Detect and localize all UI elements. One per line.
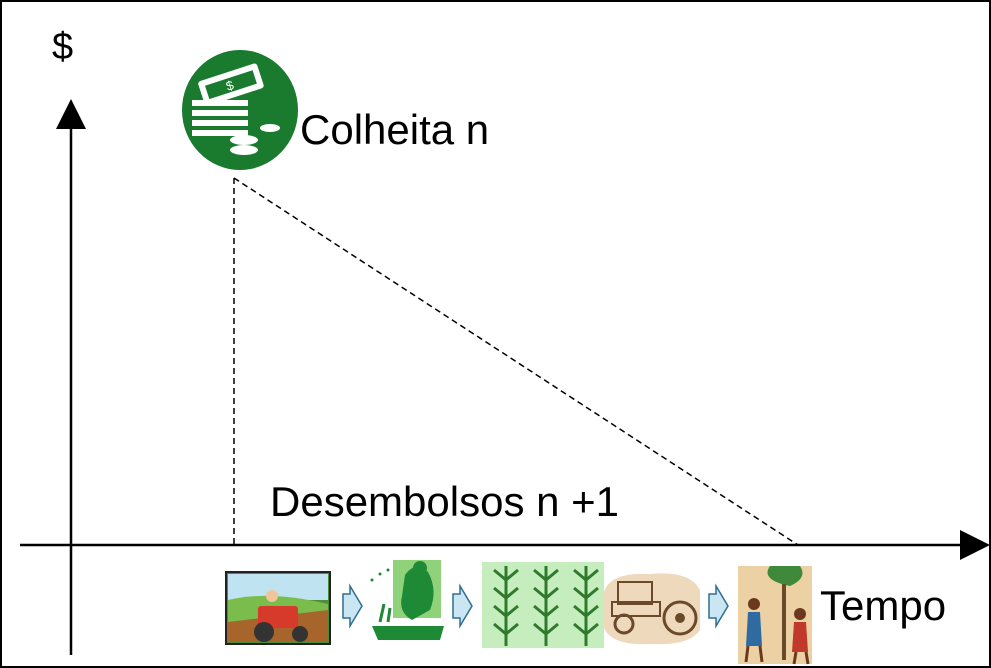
process-arrow-3 bbox=[708, 583, 729, 629]
tractor-plowing-icon bbox=[225, 571, 331, 645]
y-axis-label: $ bbox=[52, 26, 74, 68]
farmer-planting-icon bbox=[370, 560, 444, 640]
disbursement-label: Desembolsos n +1 bbox=[270, 478, 620, 525]
disbursement-dashed-slope bbox=[233, 177, 799, 546]
people-harvesting-icon bbox=[738, 566, 812, 665]
harvest-label: Colheita n bbox=[300, 106, 490, 153]
tractor-harvest-icon bbox=[604, 573, 700, 645]
process-arrow-1 bbox=[342, 583, 363, 629]
x-axis-label: Tempo bbox=[820, 582, 947, 629]
money-stack-icon: $ bbox=[182, 50, 298, 170]
corn-field-icon bbox=[482, 562, 604, 648]
process-arrow-2 bbox=[452, 583, 473, 629]
